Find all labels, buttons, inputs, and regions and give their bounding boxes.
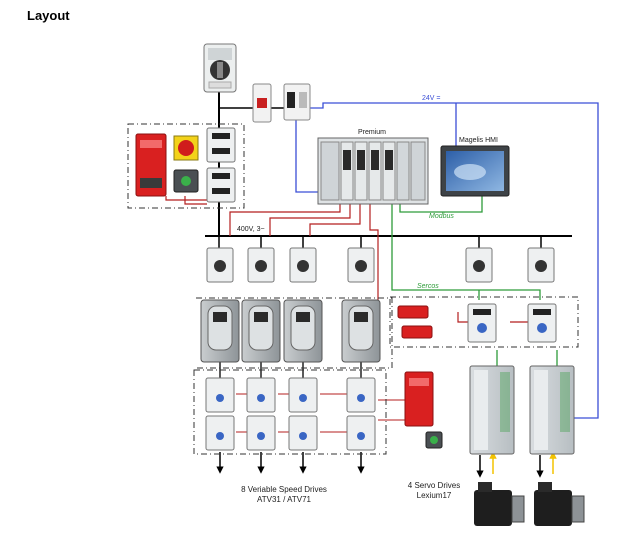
plc-rack [317, 137, 429, 205]
miniature-circuit-breaker [252, 83, 272, 123]
sercos-label: Sercos [417, 283, 439, 290]
servo-contactor-1 [467, 303, 497, 343]
page-title: Layout [27, 8, 70, 23]
voltage-400v-label: 400V, 3~ [237, 226, 265, 233]
safety-contactor-2 [206, 167, 236, 203]
power-supply [283, 83, 311, 121]
safety-limit-switch-1 [397, 305, 429, 319]
voltage-24v-label: 24V = [422, 95, 441, 102]
variable-speed-drive-2 [241, 299, 281, 363]
safety-limit-switch-2 [401, 325, 433, 339]
motor-breaker-3 [289, 247, 317, 283]
reset-push-button [425, 431, 443, 449]
motor-breaker-5 [465, 247, 493, 283]
safety-contactor-1 [206, 127, 236, 163]
safety-group-box [127, 123, 245, 209]
main-circuit-breaker [203, 43, 237, 93]
safety-module [404, 371, 434, 427]
servo-caption-line-2: Lexium17 [417, 491, 452, 500]
motor-breaker-1 [206, 247, 234, 283]
servo-contactors-group-box [389, 296, 579, 348]
servo-drive-2 [529, 365, 575, 455]
servo-motor-1 [474, 482, 525, 526]
servo-caption-line-1: 4 Servo Drives [408, 481, 460, 490]
emergency-stop-button [173, 135, 199, 161]
start-push-button [173, 169, 199, 193]
variable-speed-drive-3 [283, 299, 323, 363]
servo-contactor-2 [527, 303, 557, 343]
hmi-panel [440, 145, 510, 197]
wiring [165, 92, 599, 478]
servo-motor-2 [534, 482, 585, 526]
contactor-row-2 [205, 415, 376, 451]
variable-speed-drive-4 [341, 299, 381, 363]
servo-drive-1 [469, 365, 515, 455]
drives-caption-line-1: 8 Veriable Speed Drives [241, 485, 327, 494]
variable-speed-drive-1 [200, 299, 240, 363]
group-boxes [127, 123, 579, 455]
hmi-label: Magelis HMI [459, 137, 498, 144]
safety-relay [135, 133, 167, 197]
drives-caption-line-2: ATV31 / ATV71 [257, 495, 312, 504]
motor-breaker-4 [347, 247, 375, 283]
motor-breaker-6 [527, 247, 555, 283]
plc-label: Premium [358, 129, 386, 136]
drives-group-box [196, 297, 393, 369]
contactor-row-1 [205, 377, 376, 413]
motor-breaker-2 [247, 247, 275, 283]
contactors-group-box [193, 369, 387, 455]
modbus-label: Modbus [429, 213, 454, 220]
